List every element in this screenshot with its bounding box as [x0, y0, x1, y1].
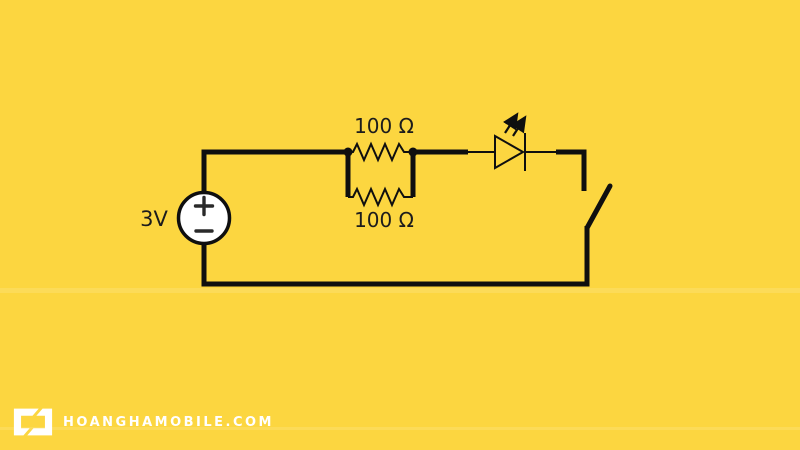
resistor-top-symbol	[348, 141, 413, 163]
resistor-bottom-label: 100 Ω	[354, 208, 414, 232]
led-light-arrow-icon	[502, 112, 519, 134]
voltage-source-circle	[176, 190, 232, 246]
wire-to-switch	[556, 149, 587, 191]
led-light-arrow-icon	[510, 115, 527, 137]
watermark: HOANGHAMOBILE.COM	[12, 405, 274, 439]
source-voltage-label: 3V	[140, 207, 168, 231]
wire-top-left	[201, 149, 348, 194]
led-triangle	[494, 134, 526, 170]
switch-lever	[584, 183, 613, 231]
hoangha-logo-icon	[13, 408, 53, 436]
watermark-text: HOANGHAMOBILE.COM	[63, 414, 274, 430]
resistor-top-label: 100 Ω	[354, 114, 414, 138]
wire-bottom	[201, 226, 590, 287]
resistor-bottom-symbol	[348, 186, 413, 208]
